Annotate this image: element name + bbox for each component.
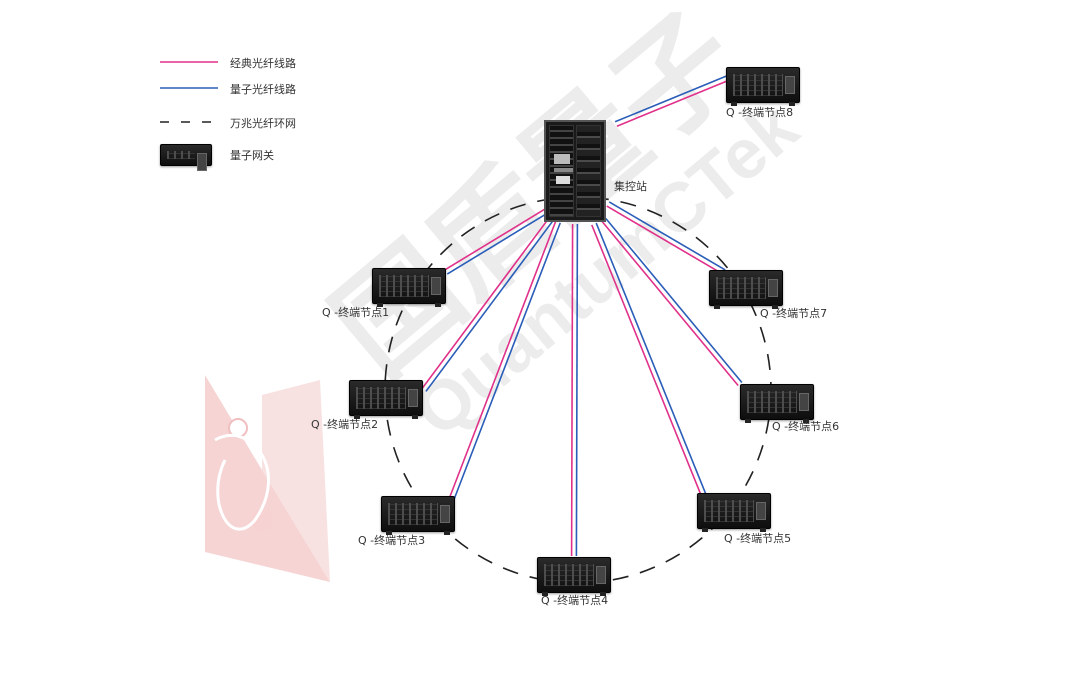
classical-link-node-1 [444, 207, 548, 271]
ring-line-swatch [160, 121, 218, 123]
classical-link-node-6 [601, 221, 739, 387]
quantum-link-node-1 [446, 211, 550, 275]
node-5-label: Q -终端节点5 [724, 532, 792, 545]
legend-label-ring: 万兆光纤环网 [230, 117, 296, 130]
quantum-link-node-6 [605, 217, 743, 383]
classical-link-node-4 [570, 223, 574, 556]
quantum-link-node-7 [608, 201, 726, 271]
node-1-label: Q -终端节点1 [322, 306, 390, 319]
node-4-label: Q -终端节点4 [541, 594, 609, 607]
quantum-link-node-8 [614, 75, 728, 123]
hub-label: 集控站 [614, 180, 647, 193]
node-1-gateway-icon [372, 268, 446, 307]
legend-gateway-icon [160, 144, 212, 171]
legend-label-quantum: 量子光纤线路 [230, 83, 296, 96]
legend-classical [160, 52, 218, 72]
legend-quantum [160, 78, 218, 98]
node-2-label: Q -终端节点2 [311, 418, 379, 431]
node-6-label: Q -终端节点6 [772, 420, 840, 433]
node-3-label: Q -终端节点3 [358, 534, 426, 547]
quantum-link-node-3 [453, 222, 561, 500]
rack-left-column [549, 125, 574, 217]
legend-label-gateway: 量子网关 [230, 149, 274, 162]
node-4-gateway-icon [537, 557, 611, 596]
classical-link-node-5 [591, 224, 703, 498]
node-7-gateway-icon [709, 270, 783, 309]
classical-link-node-7 [606, 205, 724, 275]
classical-line-swatch [160, 61, 218, 63]
node-8-label: Q -终端节点8 [726, 106, 794, 119]
node-3-gateway-icon [381, 496, 455, 535]
watermark-logo [205, 375, 330, 582]
node-5-gateway-icon [697, 493, 771, 532]
node-7-label: Q -终端节点7 [760, 307, 828, 320]
classical-link-node-3 [449, 220, 557, 498]
legend-label-classical: 经典光纤线路 [230, 57, 296, 70]
quantum-line-swatch [160, 87, 218, 89]
quantum-link-node-4 [575, 224, 579, 557]
legend-ring [160, 112, 218, 132]
classical-link-node-8 [616, 79, 730, 127]
node-6-gateway-icon [740, 384, 814, 423]
rack-right-column [576, 125, 601, 217]
classical-link-node-2 [421, 216, 551, 390]
quantum-link-node-5 [595, 222, 707, 496]
quantum-link-node-2 [425, 218, 555, 392]
node-2-gateway-icon [349, 380, 423, 419]
hub-rack-icon [544, 120, 606, 222]
node-8-gateway-icon [726, 67, 800, 106]
